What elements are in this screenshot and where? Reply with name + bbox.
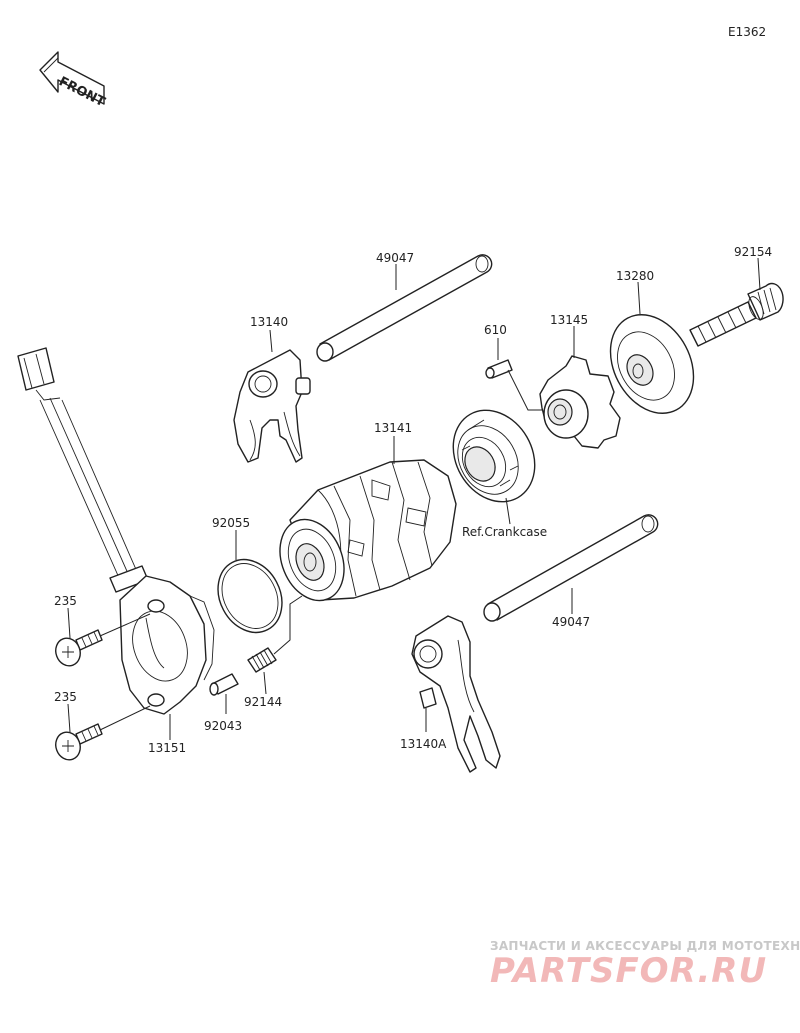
label-13145: 13145 (550, 313, 588, 327)
pin-92043 (209, 673, 239, 696)
watermark: ЗАПЧАСТИ И АКСЕССУАРЫ ДЛЯ МОТОТЕХНИКИ PA… (490, 939, 800, 991)
screw-235-lower (55, 723, 103, 761)
label-92144: 92144 (244, 695, 282, 709)
spring-92144 (247, 647, 277, 673)
label-13140: 13140 (250, 315, 288, 329)
label-235-upper: 235 (54, 594, 77, 608)
pin-610 (485, 359, 513, 379)
shift-fork-13140A (411, 615, 501, 773)
watermark-tagline: ЗАПЧАСТИ И АКСЕССУАРЫ ДЛЯ МОТОТЕХНИКИ (490, 939, 800, 953)
shift-drum-13141 (279, 459, 457, 602)
label-610: 610 (484, 323, 507, 337)
neutral-switch-13151 (119, 575, 215, 715)
o-ring-92055 (217, 558, 283, 634)
shift-rod-lower (483, 514, 659, 622)
label-92154: 92154 (734, 245, 772, 259)
label-92043: 92043 (204, 719, 242, 733)
label-13151: 13151 (148, 741, 186, 755)
label-92055: 92055 (212, 516, 250, 530)
diagram-code: E1362 (728, 25, 766, 39)
label-235-lower: 235 (54, 690, 77, 704)
watermark-brand: PARTSFOR.RU (490, 951, 767, 991)
screw-235-upper (55, 629, 103, 667)
label-13280: 13280 (616, 269, 654, 283)
label-49047-lower: 49047 (552, 615, 590, 629)
bolt-92154 (689, 282, 784, 347)
shift-drum-cam-13145 (539, 355, 621, 449)
positioning-plate-13280 (609, 314, 695, 414)
neutral-switch-wire (17, 347, 149, 593)
front-arrow-icon: FRONT (39, 51, 107, 110)
shift-fork-13140 (233, 349, 311, 463)
ref-crankcase: Ref.Crankcase (462, 525, 547, 539)
label-13140A: 13140A (400, 737, 447, 751)
label-49047-upper: 49047 (376, 251, 414, 265)
shift-rod-upper (316, 254, 493, 362)
bearing-crankcase (452, 409, 536, 503)
label-13141: 13141 (374, 421, 412, 435)
